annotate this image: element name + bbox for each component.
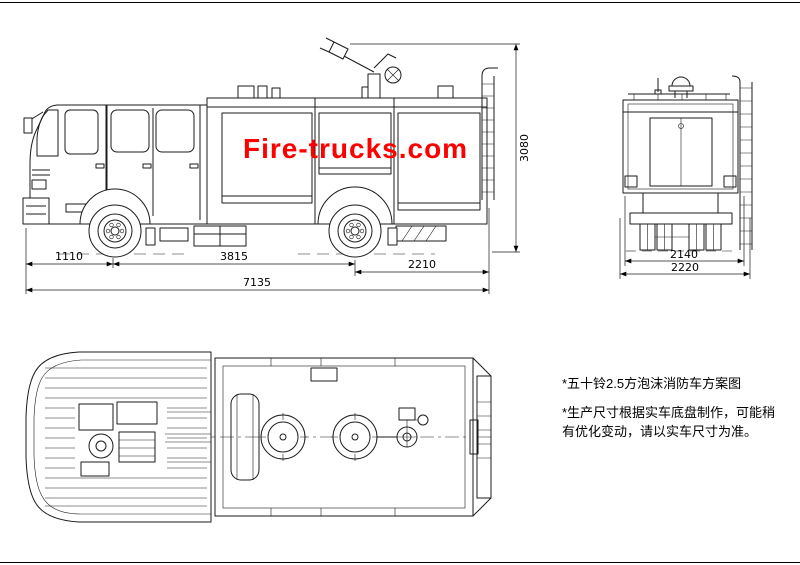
dim-label-overall-height: 3080 bbox=[518, 134, 531, 162]
cab-plan bbox=[25, 351, 212, 523]
page-border-bottom bbox=[0, 562, 800, 563]
cab bbox=[22, 104, 108, 225]
truck-body bbox=[206, 97, 488, 225]
rear-chassis bbox=[626, 193, 736, 252]
fire-monitor bbox=[319, 37, 402, 99]
underbody-boxes bbox=[145, 225, 447, 247]
dim-label-total-length: 7135 bbox=[243, 276, 271, 289]
notes-block: *五十铃2.5方泡沫消防车方案图 *生产尺寸根据实车底盘制作，可能稍 有优化变动… bbox=[562, 374, 800, 442]
rear-view-drawing: 2140 2220 bbox=[619, 75, 753, 279]
note-body-line1: *生产尺寸根据实车底盘制作，可能稍 bbox=[562, 404, 776, 420]
note-title: *五十铃2.5方泡沫消防车方案图 bbox=[562, 376, 742, 391]
rear-dimensions: 2140 2220 bbox=[619, 196, 751, 279]
note-body-line2: 有优化变动，请以实车尺寸为准。 bbox=[562, 424, 758, 439]
rear-frame-plan bbox=[469, 357, 492, 517]
watermark: Fire-trucks.com bbox=[243, 133, 469, 164]
engine-plan bbox=[75, 400, 211, 477]
dim-label-front-overhang: 1110 bbox=[55, 250, 83, 263]
top-view-drawing bbox=[25, 351, 493, 523]
monitor-plan bbox=[377, 407, 429, 448]
rear-wheel bbox=[328, 204, 382, 258]
dim-label-track-width: 2140 bbox=[670, 248, 698, 261]
beacon-light-icon bbox=[654, 76, 694, 98]
dim-label-wheelbase: 3815 bbox=[220, 250, 248, 263]
rear-body bbox=[622, 99, 739, 194]
side-view-drawing: 1110 3815 2210 7135 3080 bbox=[22, 37, 531, 294]
roof-rail bbox=[628, 93, 730, 100]
roof-equipment bbox=[237, 85, 454, 99]
manhole-cover-front bbox=[259, 413, 307, 461]
rear-access-ladder bbox=[731, 75, 753, 250]
front-wheel bbox=[88, 204, 142, 258]
side-dimensions: 1110 3815 2210 7135 3080 bbox=[25, 43, 531, 294]
dim-label-rear-overhang: 2210 bbox=[408, 258, 436, 271]
side-mirror-icon bbox=[23, 111, 44, 134]
rear-ladder bbox=[481, 67, 498, 200]
page-border-top bbox=[0, 2, 800, 3]
dim-label-overall-width: 2220 bbox=[671, 261, 699, 274]
